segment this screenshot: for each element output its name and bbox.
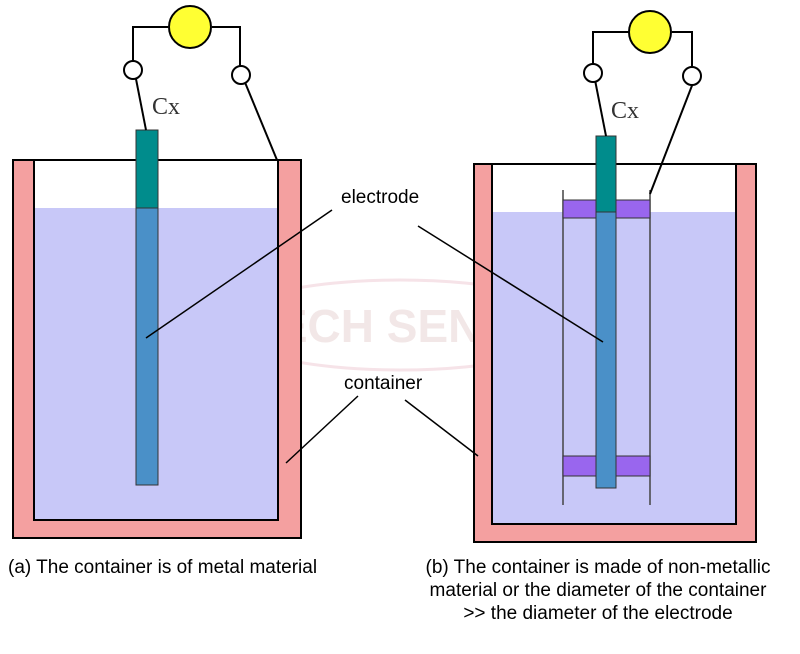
container-pointer-a bbox=[285, 395, 359, 464]
caption-b: (b) The container is made of non-metalli… bbox=[398, 556, 798, 625]
terminal-icon bbox=[123, 60, 143, 80]
terminal-icon bbox=[682, 66, 702, 86]
container-pointer-b bbox=[404, 399, 479, 457]
electrode-b bbox=[595, 135, 617, 489]
panel-a: Cx bbox=[12, 5, 359, 539]
meter-icon-a bbox=[168, 5, 212, 49]
caption-b-line-3: >> the diameter of the electrode bbox=[463, 603, 733, 624]
electrode-a bbox=[135, 129, 159, 486]
terminal-icon bbox=[231, 65, 251, 85]
meter-icon-b bbox=[628, 10, 672, 54]
caption-a: (a) The container is of metal material bbox=[8, 556, 388, 579]
container-label: container bbox=[344, 373, 423, 394]
terminal-icon bbox=[583, 63, 603, 83]
electrode-label: electrode bbox=[341, 187, 419, 208]
caption-b-line-1: (b) The container is made of non-metalli… bbox=[425, 557, 771, 578]
electrode-pointer-a bbox=[145, 209, 333, 339]
caption-a-text: (a) The container is of metal material bbox=[8, 557, 318, 578]
coaxial-tube bbox=[562, 190, 651, 505]
circuit-b bbox=[592, 31, 694, 195]
circuit-a bbox=[132, 26, 278, 161]
cx-label-a: Cx bbox=[152, 94, 180, 120]
cx-label-b: Cx bbox=[611, 98, 639, 124]
electrode-pointer-b bbox=[417, 225, 604, 343]
panel-b: Cx bbox=[404, 10, 757, 543]
caption-b-line-2: material or the diameter of the containe… bbox=[429, 580, 767, 601]
